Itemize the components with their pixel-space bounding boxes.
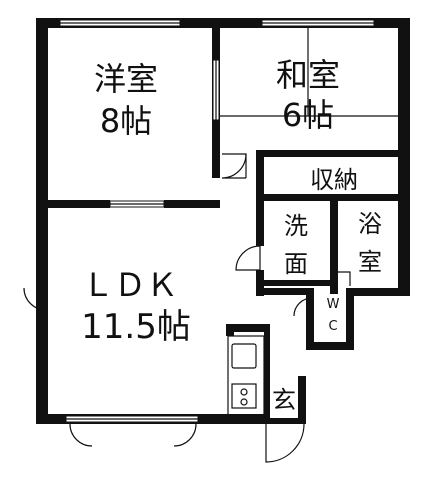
bath-label-1: 浴 <box>358 210 382 238</box>
japanese-room-name: 和室 <box>276 56 340 94</box>
outer-walls <box>36 18 410 424</box>
wc-label-1: W <box>327 297 340 312</box>
entrance-label: 玄 <box>272 386 296 414</box>
washroom-label-2: 面 <box>284 250 308 278</box>
tatami-lines <box>220 28 398 117</box>
interior-walls <box>36 18 410 296</box>
storage-label: 収納 <box>310 166 358 194</box>
kitchen-fixtures <box>227 335 265 417</box>
japanese-room-size: 6帖 <box>282 96 334 134</box>
western-room-size: 8帖 <box>100 102 152 140</box>
washroom-label-1: 洗 <box>284 212 308 240</box>
ldk-label: ＬＤＫ <box>82 266 178 304</box>
door-swings <box>23 153 351 463</box>
western-room-name: 洋室 <box>94 60 158 98</box>
windows <box>59 19 375 423</box>
wc-label-2: C <box>328 319 337 334</box>
ldk-size: 11.5帖 <box>81 307 191 347</box>
bath-label-2: 室 <box>358 248 382 276</box>
